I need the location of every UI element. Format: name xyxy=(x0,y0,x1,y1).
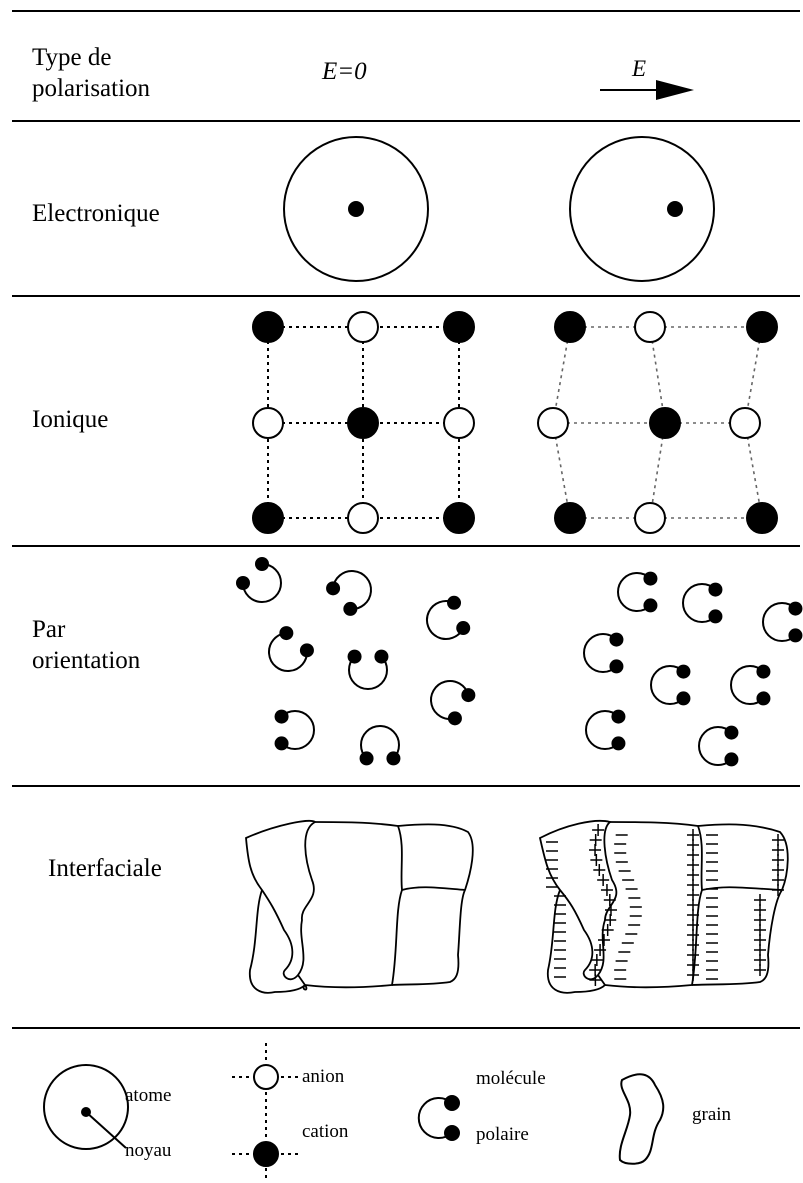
rule-4 xyxy=(12,785,800,787)
row-label-ionic: Ionique xyxy=(32,406,109,433)
legend-molecule-symbol xyxy=(417,1095,460,1141)
electronic-atom-e0 xyxy=(283,136,429,282)
legend-grain-label: grain xyxy=(692,1104,732,1125)
polar-molecule xyxy=(426,595,471,640)
legend-atom-symbol xyxy=(43,1064,129,1150)
polar-molecule xyxy=(359,725,401,766)
legend-molecule-label: molécule xyxy=(476,1068,546,1089)
polar-molecule xyxy=(326,570,372,616)
rule-top xyxy=(12,10,800,12)
ionic-lattice-e xyxy=(537,311,778,534)
e-field-arrow xyxy=(600,80,694,100)
interfacial-grains-e0 xyxy=(245,820,474,994)
polar-molecule xyxy=(274,709,315,751)
interfacial-grains-e xyxy=(538,820,789,994)
rule-5 xyxy=(12,1027,800,1029)
legend-anion-symbol xyxy=(232,1043,300,1180)
polar-molecule xyxy=(430,680,476,726)
polar-molecule xyxy=(730,664,771,706)
polar-molecule xyxy=(347,649,389,690)
row-label-orientation: Par orientation xyxy=(32,616,141,674)
orientation-molecules-e0 xyxy=(236,557,476,766)
header-e-field: E xyxy=(632,56,647,81)
legend-anion-label: anion xyxy=(302,1066,345,1087)
legend-cation-label: cation xyxy=(302,1121,349,1142)
polar-molecule xyxy=(650,664,691,706)
legend-polar-label: polaire xyxy=(476,1124,529,1145)
rule-1 xyxy=(12,120,800,122)
orientation-molecules-e xyxy=(583,571,803,767)
legend-atom-label: atome xyxy=(125,1085,172,1106)
polar-molecule xyxy=(585,709,626,751)
legend-nucleus-label: noyau xyxy=(125,1140,172,1161)
header-e-zero: E=0 xyxy=(322,58,367,85)
polar-molecule xyxy=(236,557,282,603)
electronic-atom-e xyxy=(569,136,715,282)
polar-molecule xyxy=(268,626,314,672)
row-label-interfacial: Interfaciale xyxy=(48,855,162,882)
header-type-label: Type de polarisation xyxy=(32,44,151,102)
polar-molecule xyxy=(617,571,658,613)
rule-3 xyxy=(12,545,800,547)
polar-molecule xyxy=(583,632,624,674)
legend-cation-symbol xyxy=(253,1141,279,1167)
ionic-lattice-e0 xyxy=(252,311,475,534)
row-label-electronic: Electronique xyxy=(32,200,160,227)
polar-molecule xyxy=(698,725,739,767)
polar-molecule xyxy=(682,582,723,624)
rule-2 xyxy=(12,295,800,297)
legend-grain-symbol xyxy=(618,1073,665,1165)
polar-molecule xyxy=(762,601,803,643)
